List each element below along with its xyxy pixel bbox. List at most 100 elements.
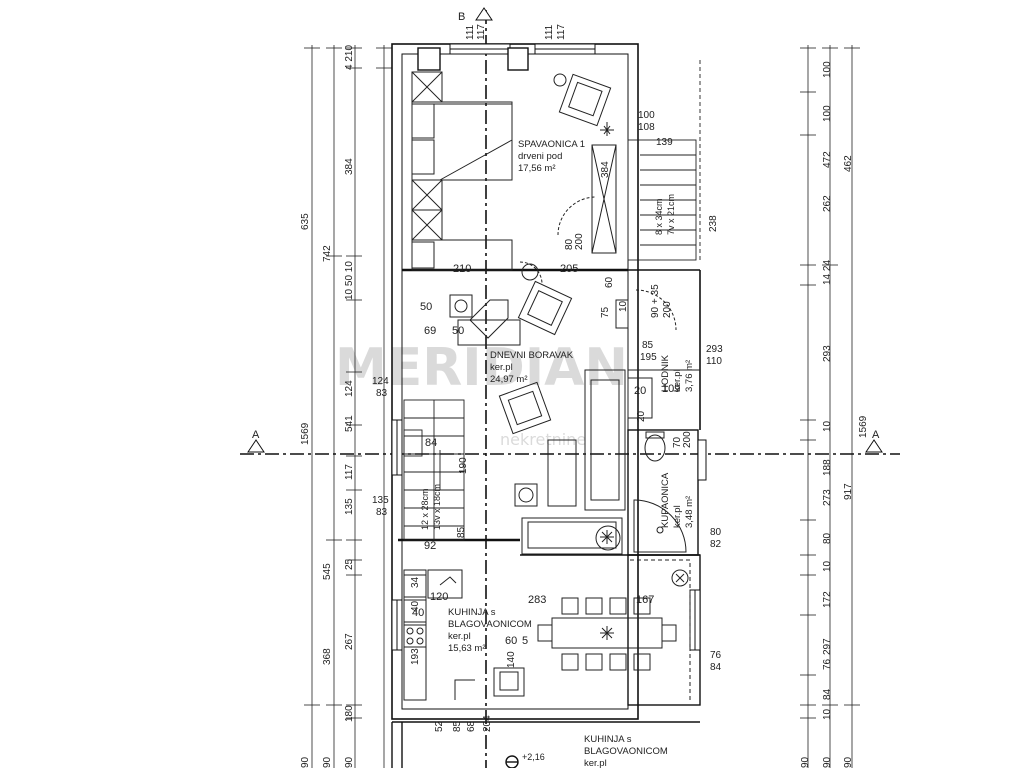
dim-label: 85 <box>642 340 654 351</box>
room-area: 3,48 m² <box>684 496 695 528</box>
dim-label: 111 <box>544 24 555 40</box>
dim-label: 90 + 35 <box>650 284 661 318</box>
dim-label: 139 <box>656 137 673 148</box>
dim-label: 40 <box>410 600 421 612</box>
dim-label: 545 <box>322 563 333 580</box>
dim-label: 50 <box>420 301 432 313</box>
dim-label: 10 <box>822 560 833 572</box>
dim-label: 52 <box>434 720 445 732</box>
dim-label: 1569 <box>858 415 869 438</box>
room-floor: ker.pl <box>672 505 683 528</box>
dim-label: 5 <box>522 635 528 647</box>
inner-stairs-size-label: 12 x 28cm <box>420 488 430 530</box>
dim-label: 204 <box>482 715 493 732</box>
dim-label: 135 <box>372 495 389 506</box>
dim-label: 76 <box>822 658 833 670</box>
dim-label: 180 <box>344 705 355 722</box>
dim-label: 108 <box>638 122 655 133</box>
dim-label: 200 <box>682 431 693 448</box>
bathroom-fixtures <box>633 431 687 553</box>
columns <box>417 47 529 71</box>
dim-label: 75 <box>600 306 611 318</box>
section-mark-a-right: A <box>872 429 880 441</box>
dim-label: 90 <box>822 756 833 768</box>
dim-label: 20 <box>636 410 647 422</box>
section-lines <box>240 7 900 768</box>
dim-label: 111 <box>465 24 476 40</box>
dim-label: 14 24 <box>822 260 833 285</box>
dim-label: 293 <box>706 344 723 355</box>
dim-label: 25 <box>344 558 355 570</box>
dim-label: 117 <box>476 24 487 40</box>
room-name: DNEVNI BORAVAK <box>490 350 574 361</box>
dim-label: 140 <box>506 651 517 668</box>
dim-label: 90 <box>843 756 854 768</box>
dim-label: 83 <box>376 507 388 518</box>
living-furniture <box>449 261 626 555</box>
dim-label: 4 210 <box>344 45 355 70</box>
dim-label: 267 <box>344 633 355 650</box>
dim-label: 384 <box>344 158 355 175</box>
dim-label: 92 <box>424 540 436 552</box>
left-dimension-lines <box>304 45 392 768</box>
left-dimension-labels: 4 210 384 10 50 10 124 541 117 135 25 26… <box>300 45 389 768</box>
windows <box>391 43 707 651</box>
room-area: 24,97 m² <box>490 374 528 385</box>
living-label: DNEVNI BORAVAK ker.pl 24,97 m² <box>490 350 574 385</box>
dim-label: 80 <box>710 527 722 538</box>
dim-label: 84 <box>822 688 833 700</box>
bedroom-plant-icon <box>600 122 614 136</box>
dim-label: 90 <box>300 756 311 768</box>
dim-label: 117 <box>344 464 355 480</box>
dim-label: 120 <box>430 591 448 603</box>
dim-label: 193 <box>410 648 421 665</box>
outdoor-stairs <box>627 60 701 261</box>
room-floor: ker.pl <box>448 631 471 642</box>
dim-label: 368 <box>322 648 333 665</box>
room-floor: ker.pl <box>672 369 683 392</box>
bedroom-furniture <box>411 71 617 271</box>
room-floor: drveni pod <box>518 151 562 162</box>
dim-label: 76 <box>710 650 722 661</box>
room-name: KUHINJA s <box>584 734 632 745</box>
room-name: BLAGOVAONICOM <box>584 746 668 757</box>
dim-label: 90 <box>344 756 355 768</box>
dim-label: 60 <box>505 635 517 647</box>
dim-label: 210 <box>453 263 471 275</box>
dim-label: 135 <box>344 498 355 515</box>
dim-label: 238 <box>708 215 719 232</box>
dim-label: 200 <box>662 301 673 318</box>
living-plant-icon <box>600 530 614 544</box>
dim-label: 85 <box>452 720 463 732</box>
dim-label: 124 <box>344 380 355 397</box>
bathroom-label: KUPAONICA ker.pl 3,48 m² <box>660 472 695 528</box>
dim-label: 273 <box>822 489 833 506</box>
dim-label: 167 <box>636 594 654 606</box>
dim-label: 1569 <box>300 422 311 445</box>
room-name: HODNIK <box>660 354 671 392</box>
room-area: 15,63 m² <box>448 643 486 654</box>
dim-label: 124 <box>372 376 389 387</box>
watermark-subtitle: nekretnine <box>500 430 586 449</box>
right-dimension-labels: 100 100 472 262 14 24 293 10 188 273 80 … <box>800 61 869 768</box>
dim-label: 110 <box>706 356 722 367</box>
interior-dimension-labels: 111 117 111 117 100 108 139 384 238 80 2… <box>410 24 723 732</box>
dim-label: 60 <box>604 276 615 288</box>
dim-label: 10 50 10 <box>344 261 355 300</box>
dim-label: 70 <box>672 436 683 448</box>
dim-label: 190 <box>458 457 469 474</box>
hallway-label: HODNIK ker.pl 3,76 m² <box>660 354 695 392</box>
dim-label: 84 <box>425 437 437 449</box>
room-area: 17,56 m² <box>518 163 556 174</box>
dim-label: 10 <box>822 420 833 432</box>
dim-label: 462 <box>843 155 854 172</box>
dim-label: 293 <box>822 345 833 362</box>
lower-floor-walls <box>391 721 700 769</box>
dim-label: 90 <box>322 756 333 768</box>
dim-label: 205 <box>560 263 578 275</box>
dim-label: 541 <box>344 415 355 432</box>
dim-label: 472 <box>822 151 833 168</box>
inner-stairs <box>403 399 465 541</box>
